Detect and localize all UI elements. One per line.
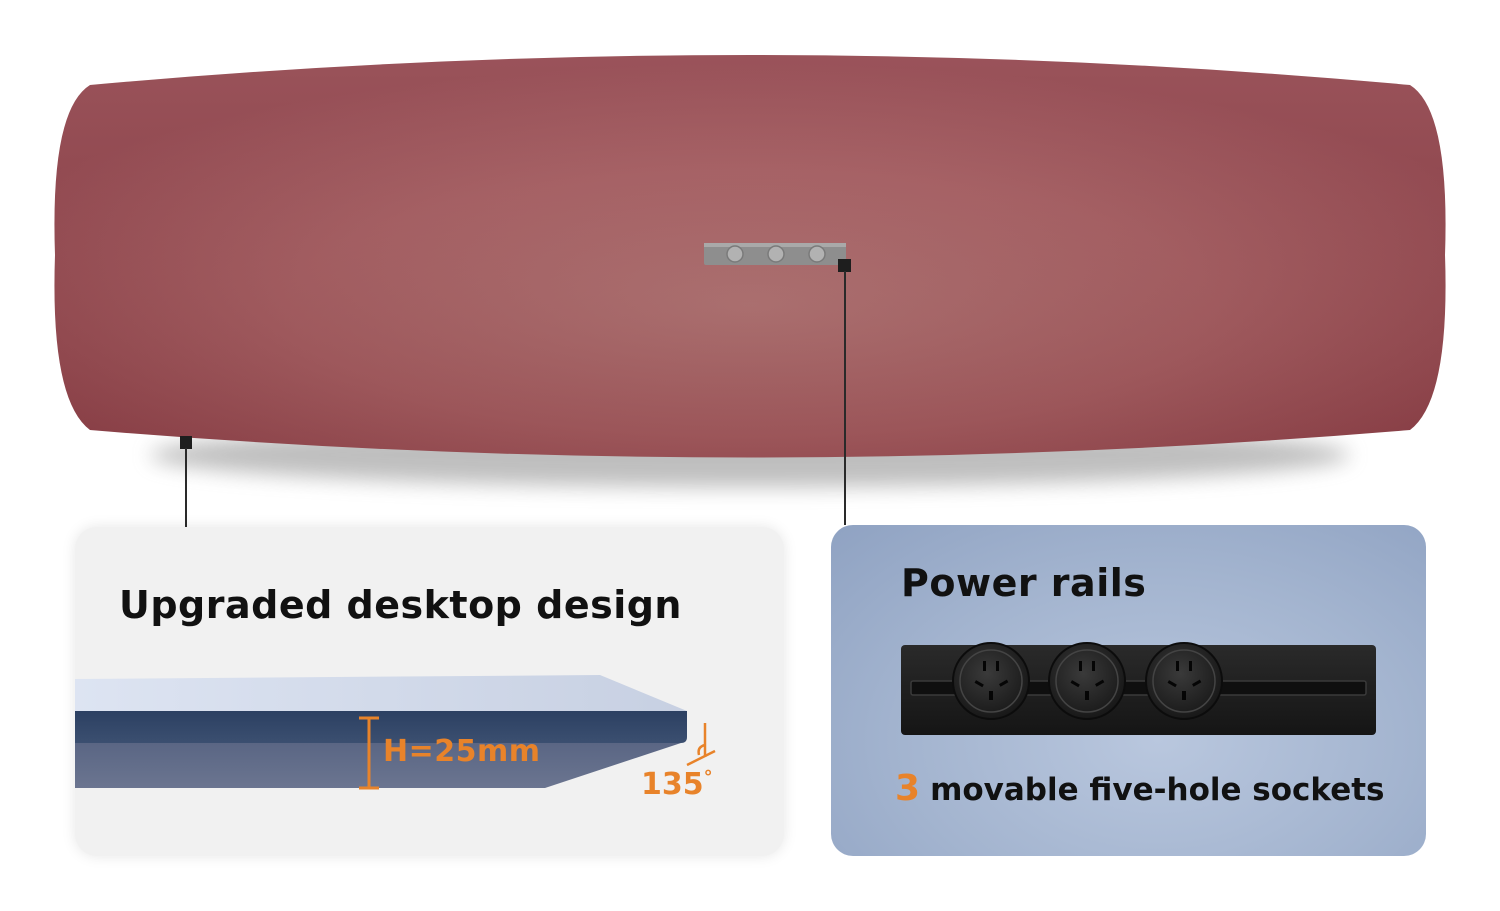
rail-leader-line <box>844 271 846 525</box>
sockets-caption-text: movable five-hole sockets <box>930 772 1385 808</box>
desk-illustration <box>54 55 1446 487</box>
edge-marker <box>180 436 192 449</box>
socket-icon <box>1145 642 1223 720</box>
angle-marker <box>686 723 716 767</box>
angle-label: 135° <box>641 767 713 802</box>
power-rails-card: Power rails <box>831 525 1426 856</box>
desktop-design-title: Upgraded desktop design <box>119 583 682 627</box>
board-top-face <box>75 675 687 711</box>
board-edge <box>75 711 687 743</box>
board-bevel <box>75 743 681 788</box>
socket-icon <box>952 642 1030 720</box>
power-rails-title: Power rails <box>901 561 1147 605</box>
board-cross-section <box>75 675 716 790</box>
edge-leader-line <box>185 448 187 527</box>
thickness-label: H=25mm <box>383 734 541 769</box>
desk-power-rail <box>704 243 846 265</box>
socket-count: 3 <box>895 768 921 809</box>
power-rail-illustration <box>901 642 1376 735</box>
socket-icon <box>1048 642 1126 720</box>
angle-value: 135 <box>641 767 704 802</box>
angle-unit: ° <box>703 767 713 788</box>
rail-marker <box>838 259 851 272</box>
desk-top-view <box>54 55 1446 487</box>
desktop-design-card: Upgraded desktop design <box>75 527 784 856</box>
thickness-marker <box>359 716 379 790</box>
